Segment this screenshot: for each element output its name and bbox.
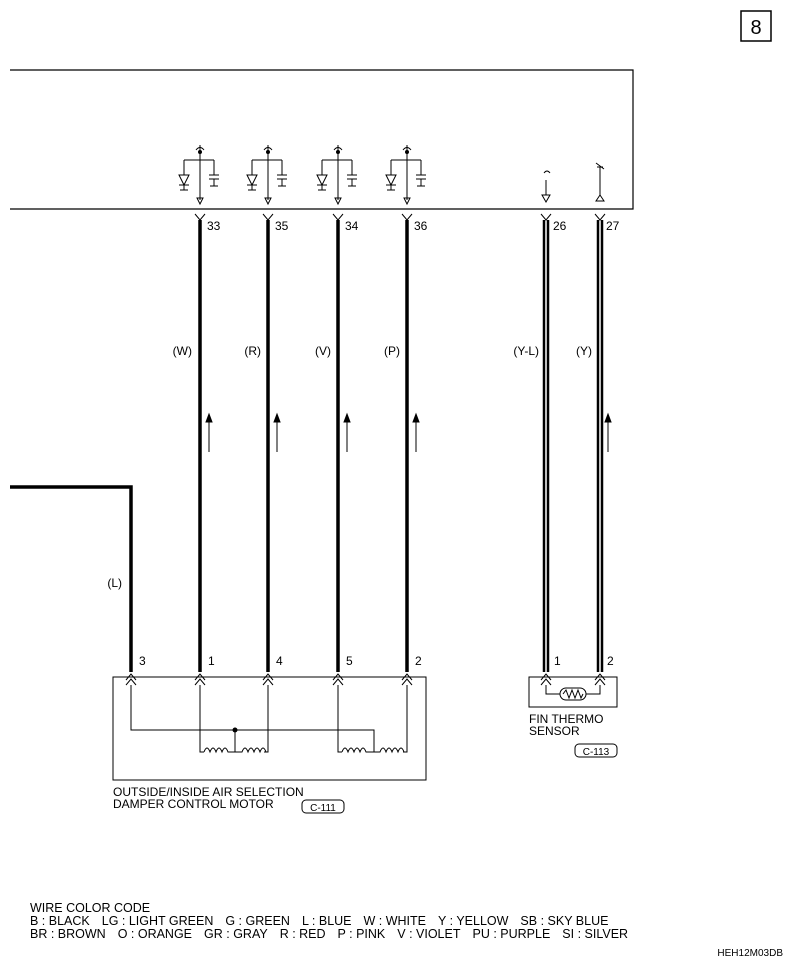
- wire-label-w: (W): [173, 344, 192, 358]
- legend-item: LG : LIGHT GREEN: [101, 914, 214, 928]
- wires: [10, 220, 409, 672]
- legend-item: B : BLACK: [30, 914, 90, 928]
- motor-outline: [112, 676, 427, 781]
- wire-label-p: (P): [384, 344, 400, 358]
- ecu-pin-34: 34: [345, 219, 359, 233]
- motor-pin-4: 4: [276, 654, 283, 668]
- driver-circuit-36: [385, 145, 426, 206]
- motor-pin-5: 5: [346, 654, 353, 668]
- sensor-outline: [528, 676, 618, 708]
- legend-item: SB : SKY BLUE: [520, 914, 609, 928]
- thermistor-icon: [559, 687, 587, 701]
- wire-label-l: (L): [107, 576, 122, 590]
- arrow-up-icon: [273, 412, 281, 452]
- ecu-pin-27: 27: [606, 219, 620, 233]
- current-arrows: [205, 412, 612, 452]
- legend-item: P : PINK: [337, 927, 386, 941]
- motor-pin-labels: 3 1 4 5 2: [139, 654, 422, 668]
- ecu-pin-36: 36: [414, 219, 428, 233]
- sensor-pin-2: 2: [607, 654, 614, 668]
- driver-circuit-33: [178, 145, 219, 206]
- page-number-box: [740, 10, 772, 42]
- legend-item: GR : GRAY: [204, 927, 268, 941]
- ecu-pin-26: 26: [553, 219, 567, 233]
- legend-item: G : GREEN: [225, 914, 290, 928]
- sensor-name-line1: FIN THERMO: [529, 712, 603, 726]
- legend-item: Y : YELLOW: [438, 914, 509, 928]
- wire-color-labels: (W) (R) (V) (P) (Y-L) (Y) (L): [107, 344, 592, 590]
- legend-item: BR : BROWN: [30, 927, 106, 941]
- sensor-connector-id: C-113: [583, 747, 610, 758]
- motor-pin-1: 1: [208, 654, 215, 668]
- legend-item: V : VIOLET: [397, 927, 461, 941]
- wire-label-y: (Y): [576, 344, 592, 358]
- ecu-pin-33: 33: [207, 219, 221, 233]
- ecu-pin-labels: 33 35 34 36 26 27: [207, 219, 620, 233]
- legend-item: L : BLUE: [301, 914, 352, 928]
- driver-circuit-34: [316, 145, 357, 206]
- sensor-ground-27: [595, 162, 605, 202]
- wire-label-r: (R): [244, 344, 261, 358]
- arrow-up-icon: [343, 412, 351, 452]
- driver-circuits: [178, 145, 605, 206]
- ecu-pin-35: 35: [275, 219, 289, 233]
- wire-color-legend: WIRE COLOR CODE B : BLACK LG : LIGHT GREE…: [30, 902, 640, 941]
- sensor-wires: [542, 220, 604, 672]
- legend-item: SI : SILVER: [562, 927, 629, 941]
- fin-thermo-sensor: [528, 673, 618, 708]
- driver-circuit-35: [246, 145, 287, 206]
- legend-item: R : RED: [279, 927, 326, 941]
- motor-connector-box: [301, 799, 345, 814]
- motor-pin-2: 2: [415, 654, 422, 668]
- wire-y: [596, 220, 604, 672]
- sensor-pin-1: 1: [554, 654, 561, 668]
- sensor-connector-box: [574, 743, 618, 758]
- wire-label-y-l: (Y-L): [513, 344, 539, 358]
- legend-item: W : WHITE: [363, 914, 427, 928]
- arrow-up-icon: [604, 412, 612, 452]
- diagram-code: HEH12M03DB: [717, 948, 783, 959]
- motor-name-line2: DAMPER CONTROL MOTOR: [113, 797, 274, 811]
- wire-label-v: (V): [315, 344, 331, 358]
- page-number: 8: [750, 17, 761, 39]
- motor-name-line1: OUTSIDE/INSIDE AIR SELECTION: [113, 785, 304, 799]
- motor-pin-3: 3: [139, 654, 146, 668]
- junction-dot: [232, 727, 238, 733]
- sensor-name-line2: SENSOR: [529, 724, 580, 738]
- legend-title: WIRE COLOR CODE: [30, 901, 151, 915]
- arrow-up-icon: [412, 412, 420, 452]
- ecu-outline: [10, 69, 634, 210]
- legend-row-1: B : BLACK LG : LIGHT GREEN G : GREEN L : BL…: [30, 915, 640, 928]
- damper-control-motor: [112, 673, 427, 781]
- wire-l: [10, 485, 133, 672]
- sensor-input-26: [541, 170, 551, 204]
- motor-connector-id: C-111: [310, 803, 336, 814]
- wire-y-l: [542, 220, 550, 672]
- ecu-terminals: [194, 213, 606, 221]
- arrow-up-icon: [205, 412, 213, 452]
- legend-row-2: BR : BROWN O : ORANGE GR : GRAY R : RED P : …: [30, 928, 640, 941]
- legend-item: O : ORANGE: [117, 927, 193, 941]
- legend-item: PU : PURPLE: [472, 927, 551, 941]
